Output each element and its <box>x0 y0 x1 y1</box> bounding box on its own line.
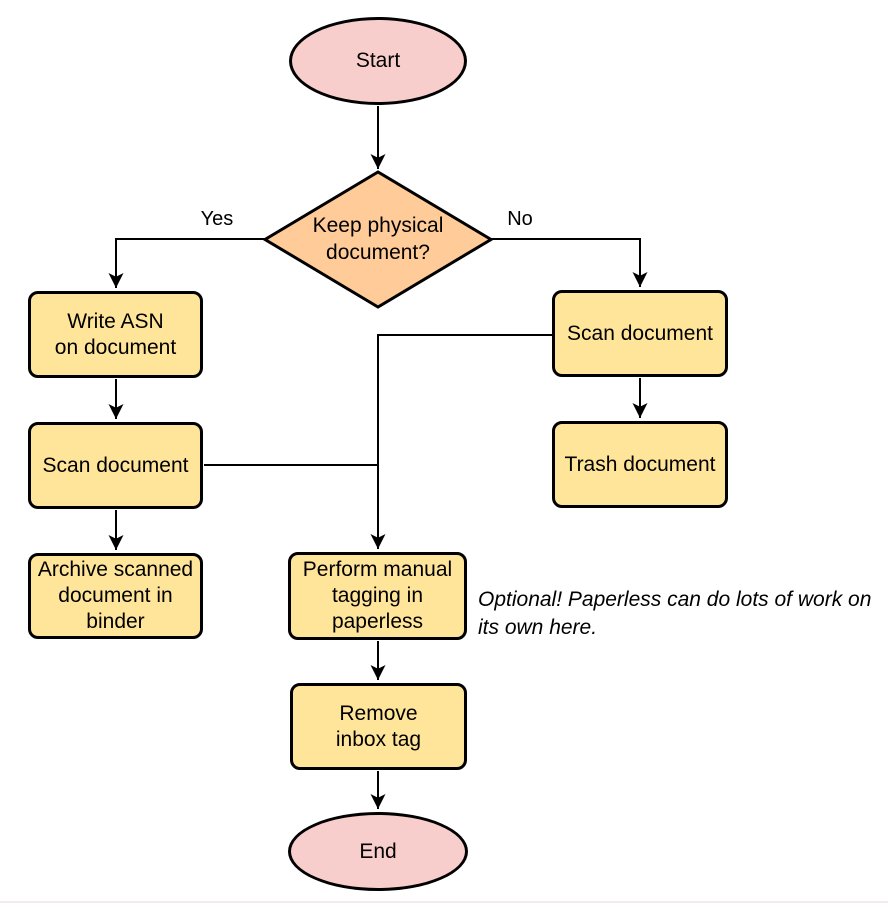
edge-decision-yes-to-write-asn <box>108 238 266 288</box>
bottom-edge-divider <box>0 901 888 903</box>
decision-diamond-shape <box>262 170 494 309</box>
write-asn-label: Write ASN on document <box>54 309 177 359</box>
archive-label: Archive scanned document in binder <box>37 558 194 633</box>
trash-label: Trash document <box>564 452 716 476</box>
process-remove-inbox-tag: Remove inbox tag <box>290 683 467 770</box>
end-label: End <box>359 839 397 863</box>
edge-decision-no-to-scan-right <box>490 238 648 287</box>
decision-label: Keep physical document? <box>312 214 444 264</box>
process-write-asn: Write ASN on document <box>28 291 203 378</box>
optional-annotation: Optional! Paperless can do lots of work … <box>478 588 872 639</box>
process-manual-tagging: Perform manual tagging in paperless <box>288 552 467 640</box>
scan-left-label: Scan document <box>42 453 189 477</box>
process-scan-document-right: Scan document <box>552 290 728 377</box>
start-terminal: Start <box>289 17 467 105</box>
edge-label-yes: Yes <box>192 208 242 230</box>
start-label: Start <box>355 49 401 72</box>
process-scan-document-left: Scan document <box>28 422 203 509</box>
tagging-label: Perform manual tagging in paperless <box>302 558 453 633</box>
process-trash-document: Trash document <box>552 421 728 508</box>
process-archive-binder: Archive scanned document in binder <box>28 553 203 639</box>
remove-inbox-label: Remove inbox tag <box>335 701 422 751</box>
edge-scan-right-to-tagging <box>370 334 552 549</box>
edge-label-no: No <box>500 208 540 230</box>
scan-right-label: Scan document <box>567 321 713 345</box>
end-terminal: End <box>288 812 468 891</box>
